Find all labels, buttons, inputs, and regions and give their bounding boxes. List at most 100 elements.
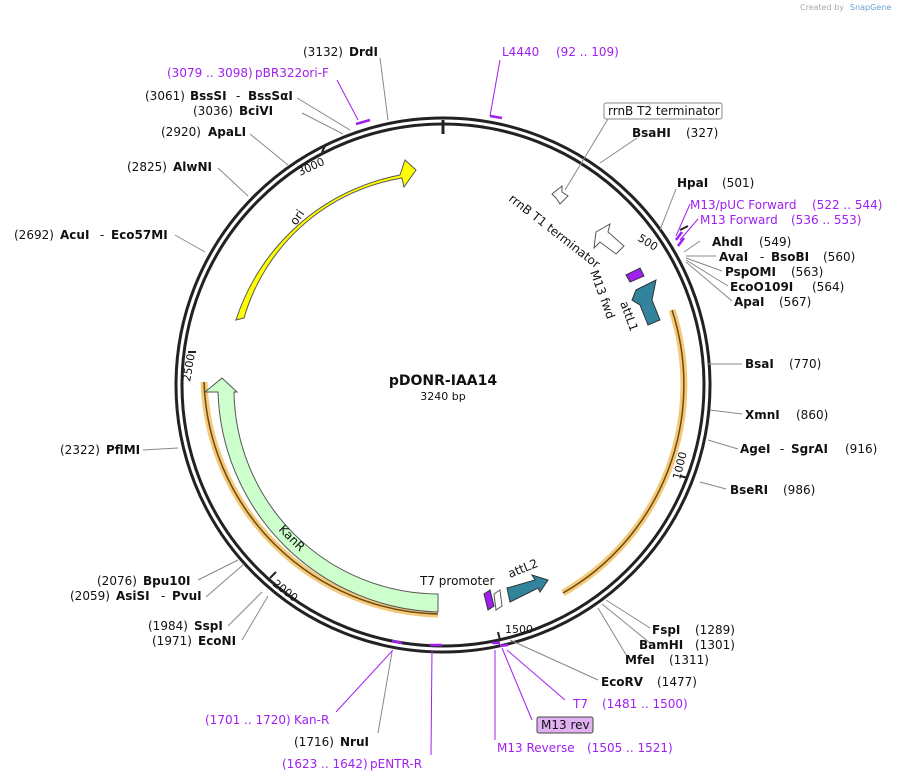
- sgrai-name: SgrAI: [791, 442, 828, 456]
- rrnb-t2-feature: [551, 184, 569, 205]
- avai-pos: (560): [823, 250, 855, 264]
- m13fwd-name: M13 Forward: [700, 213, 778, 227]
- xmni-name: XmnI: [745, 408, 780, 422]
- alwni-pos: (2825): [127, 160, 167, 174]
- m13reverse-range: (1505 .. 1521): [587, 741, 673, 755]
- t7-promoter-label: T7 promoter: [419, 574, 495, 588]
- pflmi-name: PflMI: [106, 443, 140, 457]
- pvui-name: PvuI: [172, 589, 202, 603]
- alwni-name: AlwNI: [173, 160, 212, 174]
- ori-label: ori: [287, 207, 307, 228]
- econi-name: EcoNI: [198, 634, 236, 648]
- m13rev-box: [536, 716, 594, 734]
- pentr-range: (1623 .. 1642): [282, 757, 368, 771]
- primer-lines: [335, 59, 699, 756]
- bseri-name: BseRI: [730, 483, 768, 497]
- bamhi-pos: (1301): [695, 638, 735, 652]
- highlight-arc-right: [561, 308, 688, 597]
- svg-text:-: -: [780, 442, 784, 456]
- econi-pos: (1971): [152, 634, 192, 648]
- rrnb-t2-label: rrnB T2 terminator: [608, 104, 720, 118]
- t7-name: T7: [572, 697, 588, 711]
- primer-marks: [355, 114, 685, 648]
- eco0109i-name: EcoO109I: [730, 280, 793, 294]
- svg-text:-: -: [760, 250, 764, 264]
- m13-fwd-label: M13 fwd: [587, 268, 618, 321]
- bsahi-name: BsaHI: [632, 126, 671, 140]
- fspi-name: FspI: [652, 623, 680, 637]
- drdi-pos: (3132): [303, 45, 343, 59]
- bsshi-name: BssSI: [190, 89, 227, 103]
- bamhi-name: BamHI: [639, 638, 683, 652]
- bssai-name: BssSαI: [248, 89, 293, 103]
- sspi-pos: (1984): [148, 619, 188, 633]
- asisi-pos: (2059): [70, 589, 110, 603]
- m13-fwd-feature: [625, 267, 645, 283]
- pflmi-pos: (2322): [60, 443, 100, 457]
- bpu10i-name: Bpu10I: [143, 574, 190, 588]
- apai-name: ApaI: [734, 295, 764, 309]
- nrui-name: NruI: [340, 735, 369, 749]
- acui-name: AcuI: [60, 228, 89, 242]
- bsobi-name: BsoBI: [771, 250, 809, 264]
- agei-pos: (916): [845, 442, 877, 456]
- agei-name: AgeI: [740, 442, 770, 456]
- hpai-name: HpaI: [677, 176, 708, 190]
- m13puc-range: (522 .. 544): [812, 198, 882, 212]
- m13rev-label: M13 rev: [541, 718, 590, 732]
- tick-1500: 1500: [505, 623, 533, 636]
- eco0109i-pos: (564): [812, 280, 844, 294]
- svg-text:-: -: [100, 228, 104, 242]
- pbr322-name: pBR322ori-F: [255, 66, 329, 80]
- snapgene-logo: SnapGene: [850, 3, 891, 12]
- rrnb-t2-box: [603, 102, 723, 120]
- asisi-name: AsiSI: [116, 589, 150, 603]
- fspi-pos: (1289): [695, 623, 735, 637]
- pspomi-pos: (563): [791, 265, 823, 279]
- bsshi-pos: (3061): [145, 89, 185, 103]
- bseri-pos: (986): [783, 483, 815, 497]
- sep-dash: -: [236, 89, 240, 103]
- ori-feature: [235, 159, 417, 321]
- bcivi-pos: (3036): [193, 104, 233, 118]
- bsai-name: BsaI: [745, 357, 774, 371]
- l4440-range: (92 .. 109): [556, 45, 619, 59]
- pbr322-range: (3079 .. 3098): [167, 66, 253, 80]
- mfei-name: MfeI: [625, 653, 655, 667]
- ecorv-pos: (1477): [657, 675, 697, 689]
- svg-text:-: -: [161, 589, 165, 603]
- t7-promoter-feature: [493, 589, 503, 611]
- kanr-primer-name: Kan-R: [294, 713, 329, 727]
- hpai-pos: (501): [722, 176, 754, 190]
- t7-range: (1481 .. 1500): [602, 697, 688, 711]
- sspi-name: SspI: [194, 619, 223, 633]
- m13reverse-name: M13 Reverse: [497, 741, 575, 755]
- nrui-pos: (1716): [294, 735, 334, 749]
- apai-pos: (567): [779, 295, 811, 309]
- bsai-pos: (770): [789, 357, 821, 371]
- attl2-feature: [506, 574, 549, 603]
- mfei-pos: (1311): [669, 653, 709, 667]
- pspomi-name: PspOMI: [725, 265, 776, 279]
- apali-pos: (2920): [161, 125, 201, 139]
- leader-lines: [142, 57, 743, 734]
- ahdi-pos: (549): [759, 235, 791, 249]
- kanr-feature: [203, 377, 439, 613]
- eco57mi-name: Eco57MI: [111, 228, 168, 242]
- bpu10i-pos: (2076): [97, 574, 137, 588]
- xmni-pos: (860): [796, 408, 828, 422]
- attl1-feature: [631, 279, 661, 326]
- avai-name: AvaI: [719, 250, 748, 264]
- attl1-label: attL1: [617, 299, 641, 333]
- apali-name: ApaLI: [208, 125, 246, 139]
- t7-primer-feature: [483, 589, 495, 611]
- bcivi-name: BciVI: [239, 104, 273, 118]
- kanr-primer-range: (1701 .. 1720): [205, 713, 291, 727]
- acui-pos: (2692): [14, 228, 54, 242]
- m13fwd-range: (536 .. 553): [791, 213, 861, 227]
- m13puc-name: M13/pUC Forward: [690, 198, 797, 212]
- plasmid-name: pDONR-IAA14: [389, 373, 497, 389]
- rrnb-t1-label: rrnB T1 terminator: [506, 191, 603, 271]
- ahdi-name: AhdI: [712, 235, 743, 249]
